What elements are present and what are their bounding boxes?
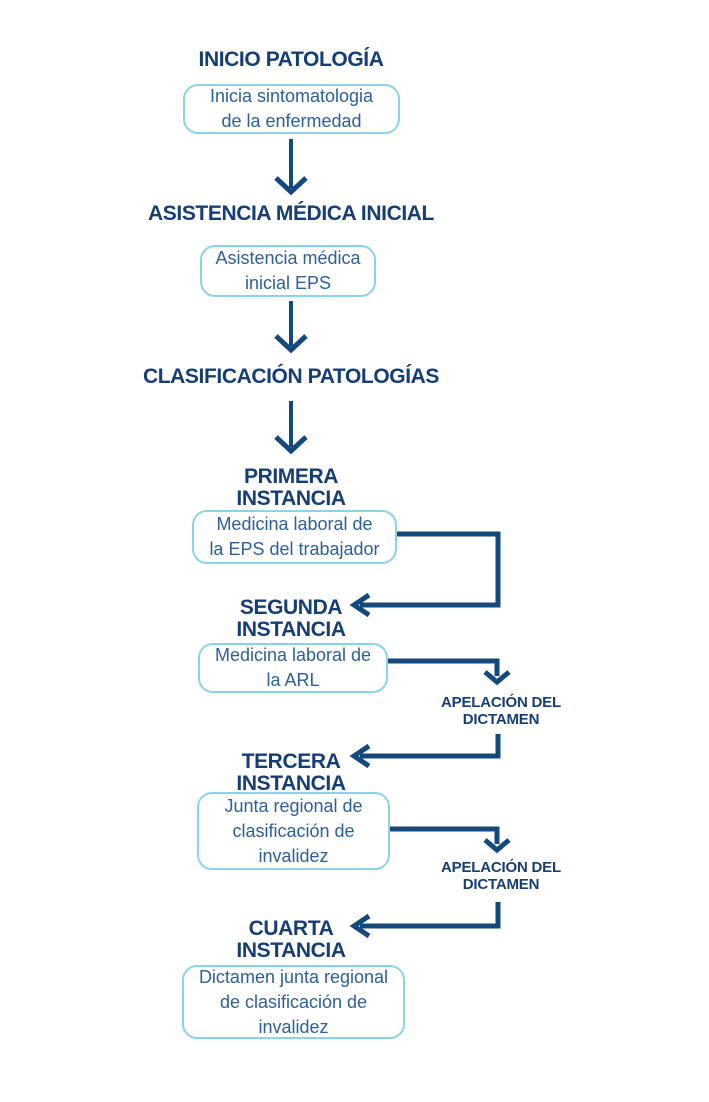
arrow-down-icon bbox=[274, 435, 308, 455]
arrow-down-icon bbox=[483, 838, 511, 854]
node-inicia-sintomatologia: Inicia sintomatologia de la enfermedad bbox=[183, 84, 400, 134]
heading-inicio-patologia: INICIO PATOLOGÍA bbox=[198, 48, 384, 71]
connector-tercera-apelacion bbox=[390, 826, 500, 844]
arrow-down-icon bbox=[483, 670, 511, 686]
heading-tercera-instancia: TERCERA INSTANCIA bbox=[236, 750, 346, 795]
heading-asistencia-medica-inicial: ASISTENCIA MÉDICA INICIAL bbox=[148, 202, 434, 225]
label-apelacion-dictamen-1: APELACIÓN DEL DICTAMEN bbox=[441, 694, 561, 728]
heading-cuarta-instancia: CUARTA INSTANCIA bbox=[236, 917, 346, 962]
node-medicina-laboral-eps: Medicina laboral de la EPS del trabajado… bbox=[192, 510, 397, 564]
arrow-down-icon bbox=[274, 334, 308, 354]
heading-segunda-instancia: SEGUNDA INSTANCIA bbox=[236, 596, 346, 641]
node-junta-regional-clasificacion: Junta regional de clasificación de inval… bbox=[197, 792, 390, 870]
heading-clasificacion-patologias: CLASIFICACIÓN PATOLOGÍAS bbox=[142, 365, 440, 388]
node-dictamen-junta-regional: Dictamen junta regional de clasificación… bbox=[182, 965, 405, 1039]
label-apelacion-dictamen-2: APELACIÓN DEL DICTAMEN bbox=[441, 859, 561, 893]
connector-segunda-apelacion bbox=[388, 658, 500, 676]
arrow-down-icon bbox=[274, 176, 308, 196]
heading-primera-instancia: PRIMERA INSTANCIA bbox=[236, 465, 346, 510]
node-asistencia-medica-eps: Asistencia médica inicial EPS bbox=[200, 245, 376, 297]
node-medicina-laboral-arl: Medicina laboral de la ARL bbox=[198, 643, 388, 693]
